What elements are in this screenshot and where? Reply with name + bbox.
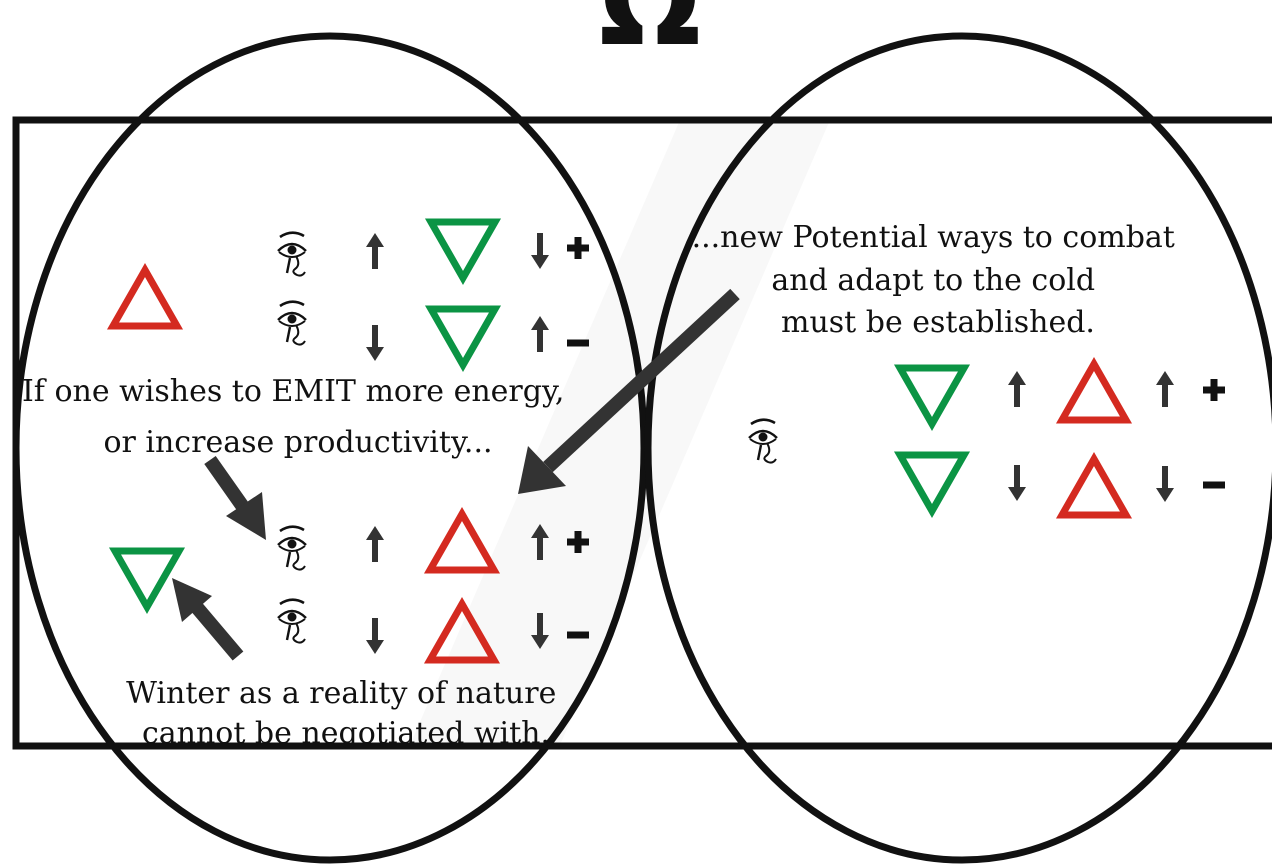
eye-of-horus-icon: [747, 418, 779, 464]
symbol-row: [276, 222, 589, 278]
water-triangle-icon: [115, 551, 179, 607]
right-ellipse: [644, 32, 1272, 864]
emit-caption: If one wishes to EMIT more energy, or in…: [22, 374, 574, 460]
minus-icon: [567, 339, 589, 347]
caption-line: and adapt to the cold: [771, 263, 1095, 298]
caption-line: Winter as a reality of nature: [126, 676, 556, 711]
water-triangle-icon: [431, 222, 495, 278]
new-ways-caption: ...new Potential ways to combat and adap…: [692, 220, 1185, 340]
caption-line: ...new Potential ways to combat: [692, 220, 1175, 255]
eye-of-horus-icon: [276, 525, 308, 571]
caption-line: must be established.: [781, 305, 1095, 340]
caption-line: If one wishes to EMIT more energy,: [22, 374, 565, 409]
arrow-down-icon: [1008, 465, 1026, 501]
fire-triangle-icon: [1062, 364, 1126, 420]
omega-symbol: Ω: [599, 0, 701, 73]
arrow-up-icon: [1008, 371, 1026, 407]
eye-of-horus-icon: [276, 300, 308, 346]
winter-caption: Winter as a reality of nature cannot be …: [126, 676, 566, 751]
pointer-arrow: [518, 288, 740, 494]
plus-icon: [1203, 379, 1225, 401]
arrow-up-icon: [366, 233, 384, 269]
left-ellipse: [12, 32, 648, 864]
symbol-row: [900, 364, 1225, 424]
minus-icon: [1203, 481, 1225, 489]
water-triangle-icon: [900, 455, 964, 511]
arrow-up-icon: [1156, 371, 1174, 407]
symbol-row: [276, 300, 589, 365]
minus-icon: [567, 631, 589, 639]
plus-icon: [567, 237, 589, 259]
arrow-down-icon: [1156, 466, 1174, 502]
caption-line: cannot be negotiated with.: [142, 716, 550, 751]
background-stripe: [410, 120, 830, 745]
pointer-arrow: [172, 578, 244, 661]
arrow-up-icon: [366, 526, 384, 562]
arrow-up-icon: [531, 316, 549, 352]
arrow-down-icon: [531, 233, 549, 269]
eye-of-horus-icon: [276, 598, 308, 644]
fire-triangle-icon: [113, 270, 177, 326]
water-triangle-icon: [900, 368, 964, 424]
fire-triangle-icon: [430, 514, 494, 570]
caption-line: or increase productivity...: [103, 425, 492, 460]
eye-of-horus-icon: [276, 231, 308, 277]
water-triangle-icon: [431, 309, 495, 365]
arrow-down-icon: [366, 325, 384, 361]
pointer-arrow: [204, 455, 266, 540]
arrow-down-icon: [366, 618, 384, 654]
fire-triangle-icon: [1062, 459, 1126, 515]
symbol-row: [900, 455, 1225, 515]
